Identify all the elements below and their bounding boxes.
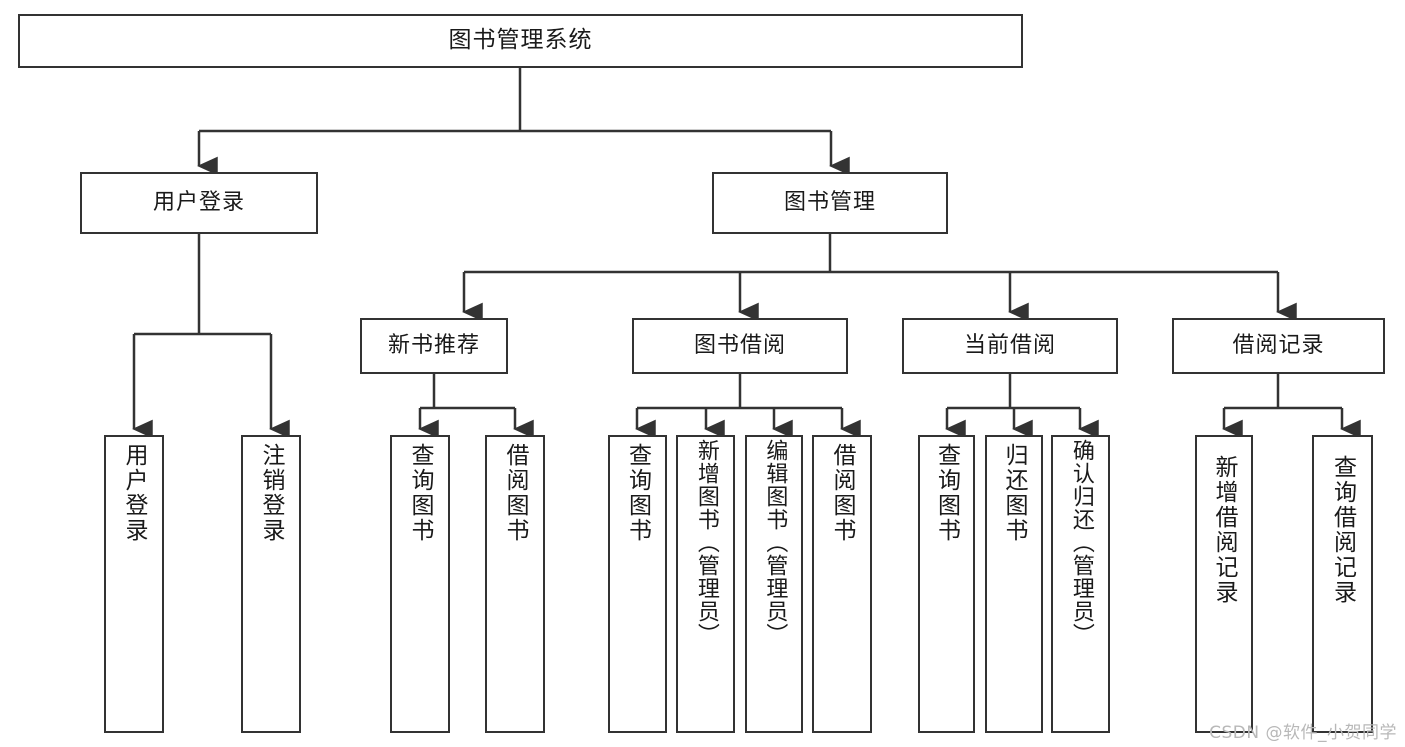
node-label: 用户登录 [121,443,148,543]
node-label: 图书管理系统 [448,27,593,54]
node-current-borrow[interactable]: 当前借阅 [902,318,1118,374]
node-borrow-record[interactable]: 借阅记录 [1172,318,1385,374]
node-label: 新增图书（管理员） [693,439,719,646]
node-leaf-user-login[interactable]: 用户登录 [104,435,164,733]
node-leaf-return-book[interactable]: 归还图书 [985,435,1043,733]
node-label: 查询借阅记录 [1329,455,1356,605]
node-leaf-confirm-return[interactable]: 确认归还（管理员） [1051,435,1110,733]
node-new-book-recommend[interactable]: 新书推荐 [360,318,508,374]
watermark-text: CSDN @软件_小贺同学 [1209,723,1397,743]
node-leaf-query-book-2[interactable]: 查询图书 [608,435,667,733]
node-label: 查询图书 [933,443,960,543]
node-label: 借阅记录 [1232,332,1325,358]
node-leaf-add-borrow-record[interactable]: 新增借阅记录 [1195,435,1253,733]
node-leaf-user-logout[interactable]: 注销登录 [241,435,301,733]
node-user-login[interactable]: 用户登录 [80,172,318,234]
node-label: 注销登录 [258,443,285,543]
node-leaf-query-book-1[interactable]: 查询图书 [390,435,450,733]
node-label: 图书借阅 [693,332,786,358]
node-root-book-management-system[interactable]: 图书管理系统 [18,14,1023,68]
node-label: 归还图书 [1001,443,1028,543]
node-leaf-edit-book[interactable]: 编辑图书（管理员） [745,435,803,733]
node-label: 新书推荐 [387,332,480,358]
node-label: 查询图书 [624,443,651,543]
node-leaf-borrow-book-2[interactable]: 借阅图书 [812,435,872,733]
node-label: 查询图书 [407,443,434,543]
node-leaf-query-borrow-record[interactable]: 查询借阅记录 [1312,435,1373,733]
node-book-borrow[interactable]: 图书借阅 [632,318,848,374]
node-leaf-query-book-3[interactable]: 查询图书 [918,435,975,733]
node-leaf-add-book[interactable]: 新增图书（管理员） [676,435,735,733]
node-leaf-borrow-book-1[interactable]: 借阅图书 [485,435,545,733]
node-label: 用户登录 [152,189,245,215]
node-label: 图书管理 [783,189,876,215]
node-label: 当前借阅 [963,332,1056,358]
node-label: 编辑图书（管理员） [762,439,788,646]
node-label: 新增借阅记录 [1211,455,1238,605]
node-book-manage[interactable]: 图书管理 [712,172,948,234]
node-label: 确认归还（管理员） [1068,439,1094,646]
node-label: 借阅图书 [829,443,856,543]
node-label: 借阅图书 [502,443,529,543]
